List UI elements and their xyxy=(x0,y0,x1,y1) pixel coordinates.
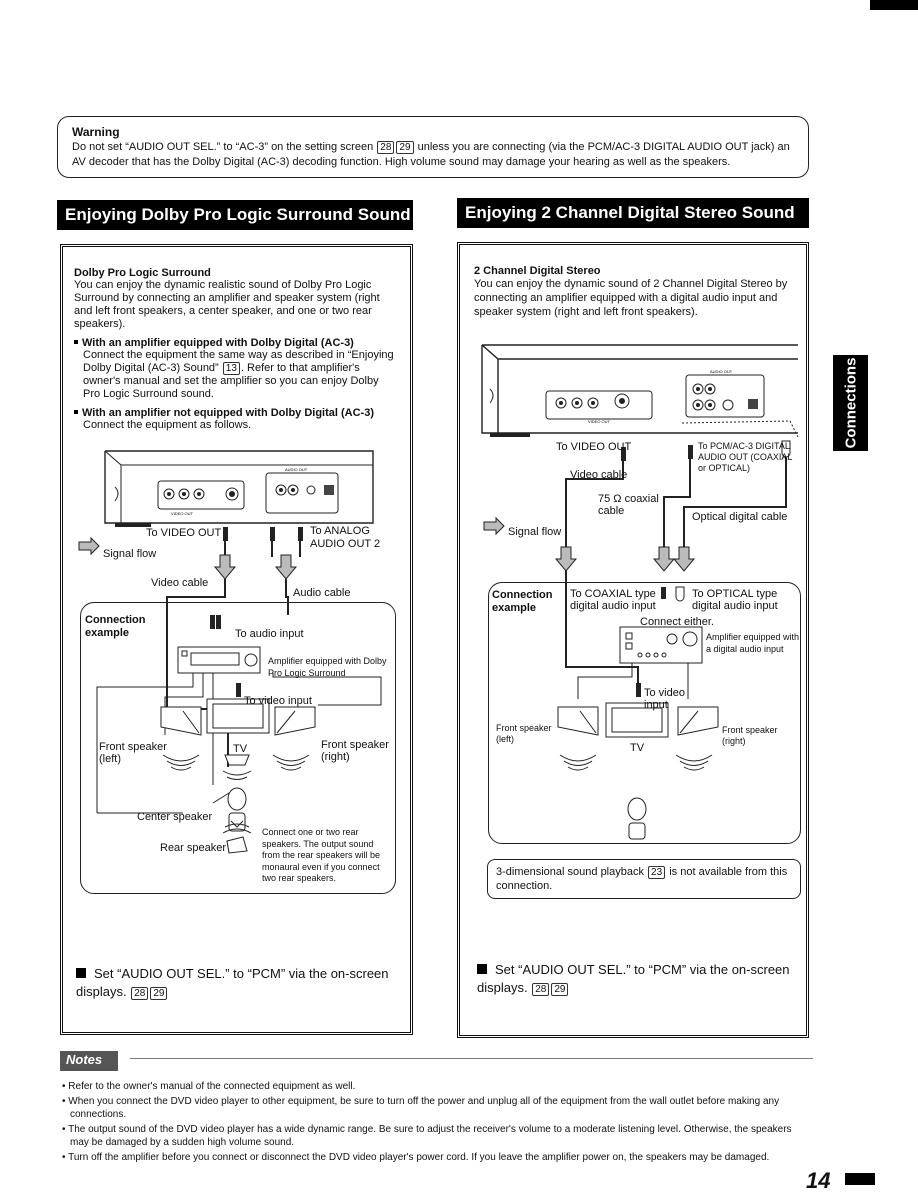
label-to-video-out: To VIDEO OUT xyxy=(556,441,632,453)
list-item: • The output sound of the DVD video play… xyxy=(62,1124,792,1148)
label-connection-example: Connection example xyxy=(492,589,553,614)
page-ref: 29 xyxy=(150,987,168,1000)
right-intro: 2 Channel Digital Stereo You can enjoy t… xyxy=(474,265,789,319)
connections-side-tab: Connections xyxy=(833,355,868,451)
left-intro-text: You can enjoy the dynamic realistic soun… xyxy=(74,279,380,330)
notes-list: • Refer to the owner's manual of the con… xyxy=(62,1080,812,1166)
page-number: 14 xyxy=(806,1168,831,1193)
label-to-analog-audio-out: To ANALOG AUDIO OUT 2 xyxy=(310,525,381,550)
label-video-cable: Video cable xyxy=(570,469,628,481)
page-number-bar xyxy=(845,1173,875,1185)
label-to-video-input: To video input xyxy=(244,695,312,707)
warning-title: Warning xyxy=(72,125,120,139)
right-connection-diagram: VIDEO OUT AUDIO OUT xyxy=(460,337,806,857)
label-signal-flow: Signal flow xyxy=(508,526,562,538)
list-item: • When you connect the DVD video player … xyxy=(62,1096,780,1120)
label-coaxial-cable: 75 Ω coaxial cable xyxy=(598,493,659,517)
connection-example-box xyxy=(488,582,801,844)
label-signal-flow: Signal flow xyxy=(103,548,157,560)
top-corner-bar xyxy=(870,0,918,10)
label-optical-cable: Optical digital cable xyxy=(692,511,788,523)
left-bullet1-text: Connect the equipment the same way as de… xyxy=(83,349,394,400)
right-heading: 2 Channel Digital Stereo xyxy=(474,265,601,277)
page-ref: 29 xyxy=(396,141,414,154)
page-ref: 23 xyxy=(648,866,666,879)
left-heading: Dolby Pro Logic Surround xyxy=(74,267,211,279)
label-to-video-input: To video input xyxy=(644,687,685,711)
page-ref: 29 xyxy=(551,983,569,996)
warning-text-before: Do not set “AUDIO OUT SEL.” to “AC-3” on… xyxy=(72,141,374,153)
list-item: • Turn off the amplifier before you conn… xyxy=(62,1152,770,1163)
label-connection-example: Connection example xyxy=(85,614,146,639)
list-item: • Refer to the owner's manual of the con… xyxy=(62,1081,356,1092)
label-front-speaker-right: Front speaker (right) xyxy=(722,725,778,746)
label-front-speaker-right: Front speaker (right) xyxy=(321,739,389,763)
right-panel: 2 Channel Digital Stereo You can enjoy t… xyxy=(457,242,809,1038)
page-ref: 13 xyxy=(222,362,240,375)
notes-badge: Notes xyxy=(60,1051,118,1071)
label-to-audio-input: To audio input xyxy=(235,628,304,640)
svg-text:AUDIO OUT: AUDIO OUT xyxy=(710,369,733,374)
left-connection-diagram: VIDEO OUT AUDIO OUT xyxy=(63,437,410,907)
svg-text:VIDEO OUT: VIDEO OUT xyxy=(171,511,194,516)
notes-divider xyxy=(130,1058,813,1059)
label-tv: TV xyxy=(630,742,645,754)
label-tv: TV xyxy=(233,743,248,755)
right-intro-text: You can enjoy the dynamic sound of 2 Cha… xyxy=(474,278,788,318)
warning-text-after: unless you are connecting (via the PCM/A… xyxy=(72,141,790,168)
label-center-speaker: Center speaker xyxy=(137,811,213,823)
label-audio-cable: Audio cable xyxy=(293,587,351,599)
right-section-banner: Enjoying 2 Channel Digital Stereo Sound xyxy=(457,198,809,228)
left-bullet2-text: Connect the equipment as follows. xyxy=(83,419,252,431)
label-rear-speaker-note: Connect one or two rear speakers. The ou… xyxy=(262,827,381,883)
page-ref: 28 xyxy=(377,141,395,154)
right-note-box: 3-dimensional sound playback 23 is not a… xyxy=(487,859,801,899)
label-to-video-out: To VIDEO OUT xyxy=(146,527,222,539)
label-video-cable: Video cable xyxy=(151,577,209,589)
label-to-optical-input: To OPTICAL type digital audio input xyxy=(692,588,778,612)
left-diagram-svg: VIDEO OUT AUDIO OUT xyxy=(78,450,382,854)
svg-text:VIDEO OUT: VIDEO OUT xyxy=(588,419,611,424)
label-front-speaker-left: Front speaker (left) xyxy=(496,723,552,744)
label-connect-either: Connect either. xyxy=(640,616,714,628)
label-to-pcm-digital-out: To PCM/AC-3 DIGITAL AUDIO OUT (COAXIAL o… xyxy=(698,441,793,473)
label-amplifier: Amplifier equipped with a digital audio … xyxy=(706,632,800,654)
left-bullet2-title: With an amplifier not equipped with Dolb… xyxy=(74,407,394,419)
left-set-instruction: Set “AUDIO OUT SEL.” to “PCM” via the on… xyxy=(76,966,389,1000)
label-rear-speaker: Rear speaker xyxy=(160,842,227,854)
right-diagram-svg: VIDEO OUT AUDIO OUT xyxy=(481,344,799,840)
label-to-coaxial-input: To COAXIAL type digital audio input xyxy=(570,588,656,612)
right-set-instruction: Set “AUDIO OUT SEL.” to “PCM” via the on… xyxy=(477,962,790,996)
page-ref: 28 xyxy=(131,987,149,1000)
left-intro: Dolby Pro Logic Surround You can enjoy t… xyxy=(74,267,394,432)
warning-box: Warning Do not set “AUDIO OUT SEL.” to “… xyxy=(57,116,809,178)
svg-text:AUDIO OUT: AUDIO OUT xyxy=(285,467,308,472)
label-front-speaker-left: Front speaker (left) xyxy=(99,741,167,765)
connection-example-box xyxy=(80,602,396,894)
label-amplifier: Amplifier equipped with Dolby Pro Logic … xyxy=(268,656,387,678)
left-panel: Dolby Pro Logic Surround You can enjoy t… xyxy=(60,244,413,1035)
left-section-banner: Enjoying Dolby Pro Logic Surround Sound xyxy=(57,200,413,230)
page-ref: 28 xyxy=(532,983,550,996)
left-bullet1-title: With an amplifier equipped with Dolby Di… xyxy=(74,337,394,349)
